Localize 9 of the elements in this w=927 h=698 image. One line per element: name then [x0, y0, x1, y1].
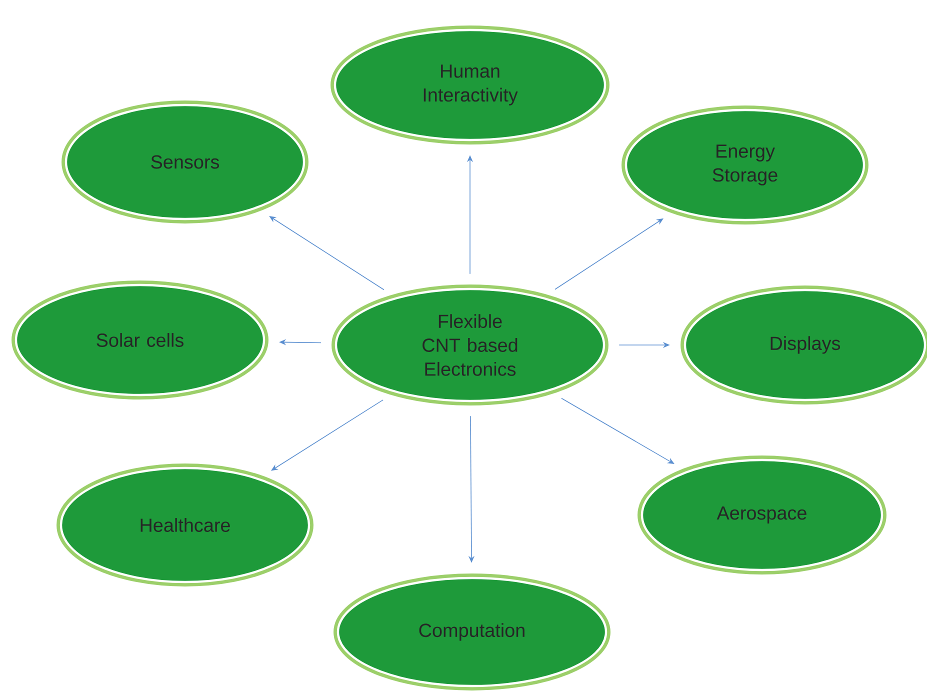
ellipse-node: Energy Storage — [622, 106, 868, 224]
ellipse-node: Flexible CNT based Electronics — [332, 284, 608, 406]
ellipse-node: Healthcare — [56, 464, 314, 586]
ellipse-node: Displays — [680, 286, 927, 404]
ellipse-node: Human Interactivity — [330, 26, 610, 144]
ellipse-node: Sensors — [62, 100, 308, 224]
ellipse-node: Computation — [334, 574, 610, 690]
ellipse-node: Solar cells — [12, 280, 268, 400]
ellipse-node: Aerospace — [638, 456, 886, 574]
